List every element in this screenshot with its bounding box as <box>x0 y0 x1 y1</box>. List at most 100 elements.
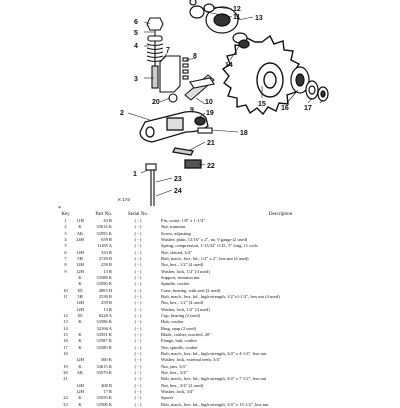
table-row: 12H 17 R ( - ) Washer, lock, 3/4" <box>58 389 400 395</box>
row-description: Spring, compression, 1-15/32" O.D., 5" l… <box>161 243 258 249</box>
row-code: 14H <box>76 300 84 306</box>
callout-15: 15 <box>258 101 266 108</box>
callout-7: 7 <box>166 47 170 54</box>
table-row: 12H 13 R ( - ) Washer, lock, 1/2" (4 used) <box>58 307 400 313</box>
row-description: Nut, hex., 1/2" (4 used) <box>161 300 204 306</box>
row-code: K <box>78 395 82 401</box>
row-part-no: 2749 R <box>98 255 112 261</box>
leader-lines <box>127 6 324 197</box>
row-code: K <box>78 401 82 407</box>
row-serial-no: ( - ) <box>134 363 142 369</box>
row-description: Spindle, coulter <box>161 281 190 287</box>
row-part-no: 360 K <box>100 357 112 363</box>
row-serial-no: ( - ) <box>134 236 142 242</box>
row-part-no: 33559 K <box>96 395 112 401</box>
row-description: Cup, bearing (2 used) <box>161 312 200 318</box>
row-part-no: 33593 K <box>96 230 112 236</box>
row-description: Bolt, mach., hex. hd., 1/2" x 2", less n… <box>161 255 249 261</box>
row-key: 6 <box>64 249 67 255</box>
row-serial-no: ( - ) <box>134 274 142 280</box>
row-description: Washer, lock, 1/2" (4 used) <box>161 306 210 312</box>
row-description: Nut, spindle, coulter <box>161 344 198 350</box>
row-code: K <box>78 319 82 325</box>
row-description: Nut, hex., 3/4" <box>161 369 188 375</box>
row-serial-no: ( - ) <box>134 369 142 375</box>
row-key: 23 <box>63 401 68 407</box>
row-description: Support, trunnion nut <box>161 274 200 280</box>
table-header: Key Part No. Serial No. Description <box>58 211 400 218</box>
row-serial-no: ( - ) <box>134 382 142 388</box>
callout-4: 4 <box>134 43 138 50</box>
row-part-no: 17 R <box>103 388 112 394</box>
row-code: 12H <box>76 388 84 394</box>
row-code: 12H <box>76 306 84 312</box>
row-description: Washer, lock, 3/4" <box>161 388 195 394</box>
row-part-no: 13 R <box>103 306 112 312</box>
row-code: 24H <box>76 236 84 242</box>
callout-11: 11 <box>233 14 241 21</box>
callout-19: 19 <box>206 110 214 117</box>
callout-numbers: 12 11 13 6 5 4 3 7 8 14 15 16 17 2 20 10… <box>118 6 312 202</box>
row-key: 10 <box>63 287 68 293</box>
row-key: 2 <box>64 224 67 230</box>
row-part-no: 13 R <box>103 268 112 274</box>
row-part-no: 33590 K <box>96 281 112 287</box>
row-part-no: 259 R <box>101 262 112 268</box>
row-part-no: 32166 A <box>96 325 112 331</box>
row-serial-no: ( - ) <box>134 350 142 356</box>
callout-20: 20 <box>152 99 160 106</box>
row-part-no: 2530 R <box>98 293 112 299</box>
row-serial-no: ( - ) <box>134 376 142 382</box>
row-description: Nut, hex., 3/4" (2 used) <box>161 382 204 388</box>
row-serial-no: ( - ) <box>134 306 142 312</box>
row-description: Washer, lock, 1/2" (4 used) <box>161 268 210 274</box>
row-description: Pin, cotter, 1/8" x 1-1/4" <box>161 218 205 223</box>
row-serial-no: ( - ) <box>134 388 142 394</box>
row-part-no: 33587 K <box>96 338 112 344</box>
row-description: Bolt, mach., hex. hd., high-strength, 1/… <box>161 293 280 299</box>
row-key: 7 <box>64 255 67 261</box>
row-code: 14H <box>76 382 84 388</box>
row-code: 14H <box>76 262 84 268</box>
row-serial-no: ( - ) <box>134 293 142 299</box>
callout-24: 24 <box>174 188 182 195</box>
row-serial-no: ( - ) <box>134 331 142 337</box>
row-code: K <box>78 363 82 369</box>
row-key: 20 <box>63 369 68 375</box>
row-description: Bolt, mach., hex. hd., high-strength, 3/… <box>161 350 267 356</box>
row-description: Washer, lock, external teeth, 3/4" <box>161 357 221 363</box>
hub-flange <box>290 66 329 102</box>
row-part-no: 33586 K <box>96 319 112 325</box>
row-description: Flange, hub, coulter <box>161 338 197 344</box>
callout-12: 12 <box>233 6 241 13</box>
row-key: 4 <box>64 236 67 242</box>
row-code: JD <box>77 312 83 318</box>
callout-13: 13 <box>255 15 263 22</box>
coulter-blade <box>221 34 302 116</box>
row-part-no: 659 R <box>101 236 112 242</box>
callout-23: 23 <box>174 176 182 183</box>
row-description: Nut, hex., 1/2" (4 used) <box>161 262 204 268</box>
row-part-no: 4903 H <box>98 287 112 293</box>
row-part-no: 33614 K <box>96 224 112 230</box>
row-code: K <box>78 274 82 280</box>
figure-reference: K 174 <box>118 197 130 202</box>
row-code: 12H <box>76 268 84 274</box>
row-description: Bolt, mach., hex. hd., high-strength, 3/… <box>161 401 269 407</box>
row-description: Ring, snap (2 used) <box>161 325 196 331</box>
row-part-no: 11185 A <box>96 243 112 249</box>
row-part-no: 33591 K <box>96 331 112 337</box>
row-description: Nut, slotted, 3/4" <box>161 249 192 255</box>
row-part-no: 33589 K <box>96 344 112 350</box>
row-part-no: 8228 A <box>98 312 112 318</box>
row-part-no: 259 R <box>101 300 112 306</box>
callout-21: 21 <box>207 140 215 147</box>
